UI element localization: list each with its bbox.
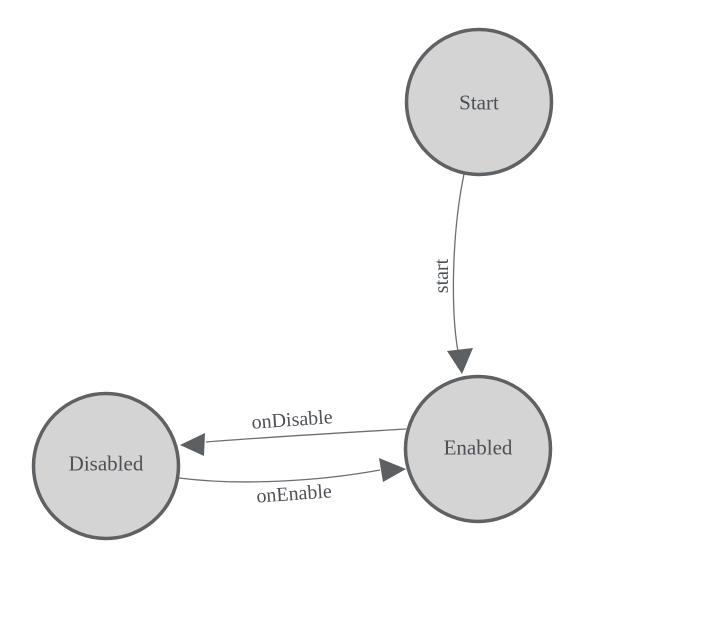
edge-line-ondisable[interactable]: [205, 428, 407, 443]
state-node-start[interactable]: Start: [404, 27, 554, 177]
edge-label-start: start: [431, 258, 453, 293]
state-circle-disabled[interactable]: [31, 391, 181, 541]
arrowhead-icon: [180, 433, 205, 456]
state-label-enabled: Enabled: [444, 435, 513, 459]
transition-disabled-to-enabled[interactable]: onEnable: [178, 458, 406, 508]
edge-line-start[interactable]: [452, 173, 465, 358]
transition-start-to-enabled[interactable]: start: [431, 173, 473, 374]
arrowhead-icon: [379, 458, 406, 482]
edge-line-onenable[interactable]: [178, 469, 381, 483]
arrowhead-icon: [447, 348, 473, 374]
state-node-disabled[interactable]: Disabled: [31, 391, 181, 541]
edge-label-onenable: onEnable: [256, 480, 333, 507]
state-label-disabled: Disabled: [69, 451, 144, 475]
state-circle-start[interactable]: [404, 27, 554, 177]
state-node-enabled[interactable]: Enabled: [403, 374, 553, 524]
state-circle-enabled[interactable]: [403, 374, 553, 524]
state-label-start: Start: [459, 90, 499, 114]
